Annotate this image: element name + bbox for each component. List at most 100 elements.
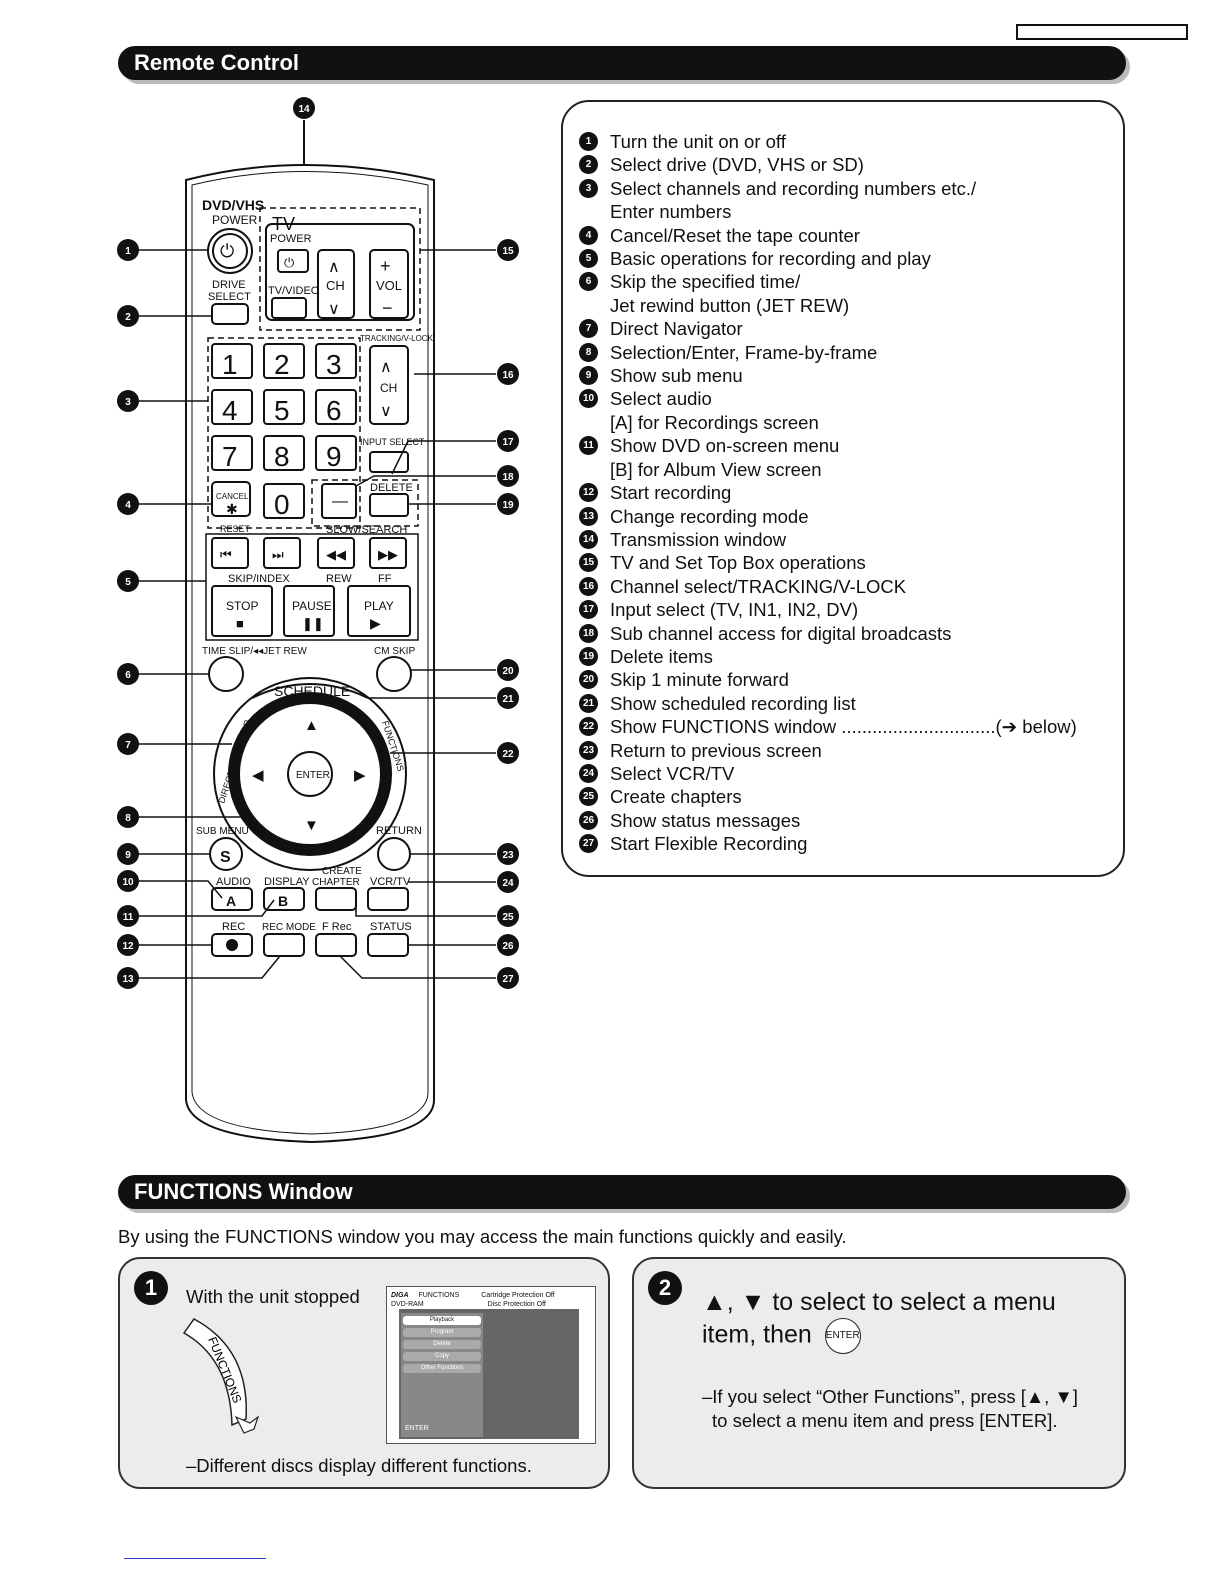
legend-text: Show DVD on-screen menu <box>610 435 840 457</box>
remote-control-diagram: DVD/VHS POWER TV POWER DRIVE SELECT TV/V… <box>138 120 496 1144</box>
power-icon: ⏻ <box>220 241 234 261</box>
label-tv-power: POWER <box>270 233 312 245</box>
callout-badge <box>497 430 519 452</box>
legend-text: Transmission window <box>610 528 787 550</box>
screen-menu-item[interactable]: Copy <box>403 1352 481 1361</box>
callout-number: 11 <box>123 912 134 923</box>
track-up-icon: ∧ <box>380 359 392 376</box>
screen-info-1: Cartridge Protection Off <box>481 1292 555 1299</box>
label-create: CREATE <box>322 866 362 877</box>
callout-badge <box>497 967 519 989</box>
screen-menu-item[interactable]: Other Functions <box>403 1364 481 1373</box>
step-1-number: 1 <box>134 1271 168 1305</box>
callout-badge <box>117 239 139 261</box>
step-2-text: ▲, ▼ to select to select a menu item, th… <box>702 1287 1112 1354</box>
callout-number: 19 <box>502 500 514 511</box>
legend-text: TV and Set Top Box operations <box>610 552 866 574</box>
callout-number: 25 <box>502 912 514 923</box>
step-1-note: –Different discs display different funct… <box>186 1455 532 1476</box>
step-2-number: 2 <box>648 1271 682 1305</box>
legend-text: Selection/Enter, Frame-by-frame <box>610 341 878 363</box>
legend-text: Skip 1 minute forward <box>610 669 789 691</box>
label-display: DISPLAY <box>264 876 310 888</box>
legend-text: Return to previous screen <box>610 739 822 761</box>
label-sub-menu: SUB MENU <box>196 826 249 837</box>
legend-text: [B] for Album View screen <box>610 458 822 480</box>
label-audio: AUDIO <box>216 876 251 888</box>
label-time-slip: TIME SLIP/◂◂JET REW <box>202 646 307 657</box>
rec-dot-icon <box>226 939 238 951</box>
callout-number: 16 <box>502 370 514 381</box>
digit-6: 6 <box>326 395 342 426</box>
legend-item: 15 TV and Set Top Box operations <box>579 551 1123 574</box>
callout-number: 23 <box>502 850 514 861</box>
digit-0: 0 <box>274 489 290 520</box>
step-2-panel: 2 ▲, ▼ to select to select a menu item, … <box>632 1257 1126 1489</box>
legend-text: Select audio <box>610 388 712 410</box>
label-stop: STOP <box>226 599 258 613</box>
label-power: POWER <box>212 213 258 227</box>
callout-number: 13 <box>122 974 134 985</box>
asterisk-icon: ✱ <box>226 501 238 517</box>
callout-number: 22 <box>502 749 514 760</box>
legend-text: Sub channel access for digital broadcast… <box>610 622 952 644</box>
screen-drive: DVD-RAM <box>391 1301 424 1308</box>
legend-number: 8 <box>579 342 598 362</box>
legend-number: 23 <box>579 740 598 760</box>
up-arrow-icon: ▲ <box>304 717 319 734</box>
vol-down-icon: − <box>382 298 393 318</box>
legend-number: 15 <box>579 553 598 573</box>
legend-number: 22 <box>579 717 598 737</box>
callout-badge <box>117 905 139 927</box>
step-1-panel: 1 With the unit stopped FUNCTIONS DIGA F… <box>118 1257 610 1489</box>
step-2-note: –If you select “Other Functions”, press … <box>702 1385 1112 1433</box>
step-2-note-line-2: to select a menu item and press [ENTER]. <box>712 1410 1058 1431</box>
callout-number: 15 <box>502 246 514 257</box>
label-tracking: TRACKING/V-LOCK <box>360 334 434 343</box>
screen-brand: DIGA <box>391 1292 409 1299</box>
callout-badge <box>117 733 139 755</box>
pause-icon: ❚❚ <box>302 616 324 632</box>
legend-number: 1 <box>579 132 598 151</box>
skip-back-icon: ⏮ <box>220 547 232 562</box>
right-arrow-icon: ▶ <box>354 767 366 784</box>
label-play: PLAY <box>364 599 394 613</box>
callout-badge <box>497 871 519 893</box>
stop-icon: ■ <box>236 616 244 631</box>
screen-info-2: Disc Protection Off <box>487 1301 546 1308</box>
digit-4: 4 <box>222 395 238 426</box>
ch-up-icon: ∧ <box>328 259 340 276</box>
callout-number: 3 <box>125 397 131 408</box>
screen-menu-item[interactable]: Delete <box>403 1340 481 1349</box>
callout-number: 18 <box>502 472 514 483</box>
label-return: RETURN <box>376 825 422 837</box>
callout-badge <box>117 967 139 989</box>
legend-text: Direct Navigator <box>610 318 743 340</box>
callout-number: 5 <box>125 577 131 588</box>
legend-text: Show status messages <box>610 809 801 831</box>
screen-menu-item[interactable]: Playback <box>403 1316 481 1325</box>
legend-number: 21 <box>579 693 598 713</box>
legend-number: 27 <box>579 834 598 854</box>
label-chapter: CHAPTER <box>312 877 360 888</box>
callout-badge <box>497 687 519 709</box>
callout-badge <box>117 390 139 412</box>
rewind-icon: ◀◀ <box>326 547 346 562</box>
screen-menu-item[interactable]: Program <box>403 1328 481 1337</box>
track-down-icon: ∨ <box>380 403 392 420</box>
legend-text: Skip the specified time/ <box>610 271 801 293</box>
legend-number: 20 <box>579 670 598 690</box>
legend-text: Show sub menu <box>610 365 743 387</box>
functions-intro: By using the FUNCTIONS window you may ac… <box>118 1226 847 1247</box>
step-1-text: With the unit stopped <box>186 1286 360 1307</box>
